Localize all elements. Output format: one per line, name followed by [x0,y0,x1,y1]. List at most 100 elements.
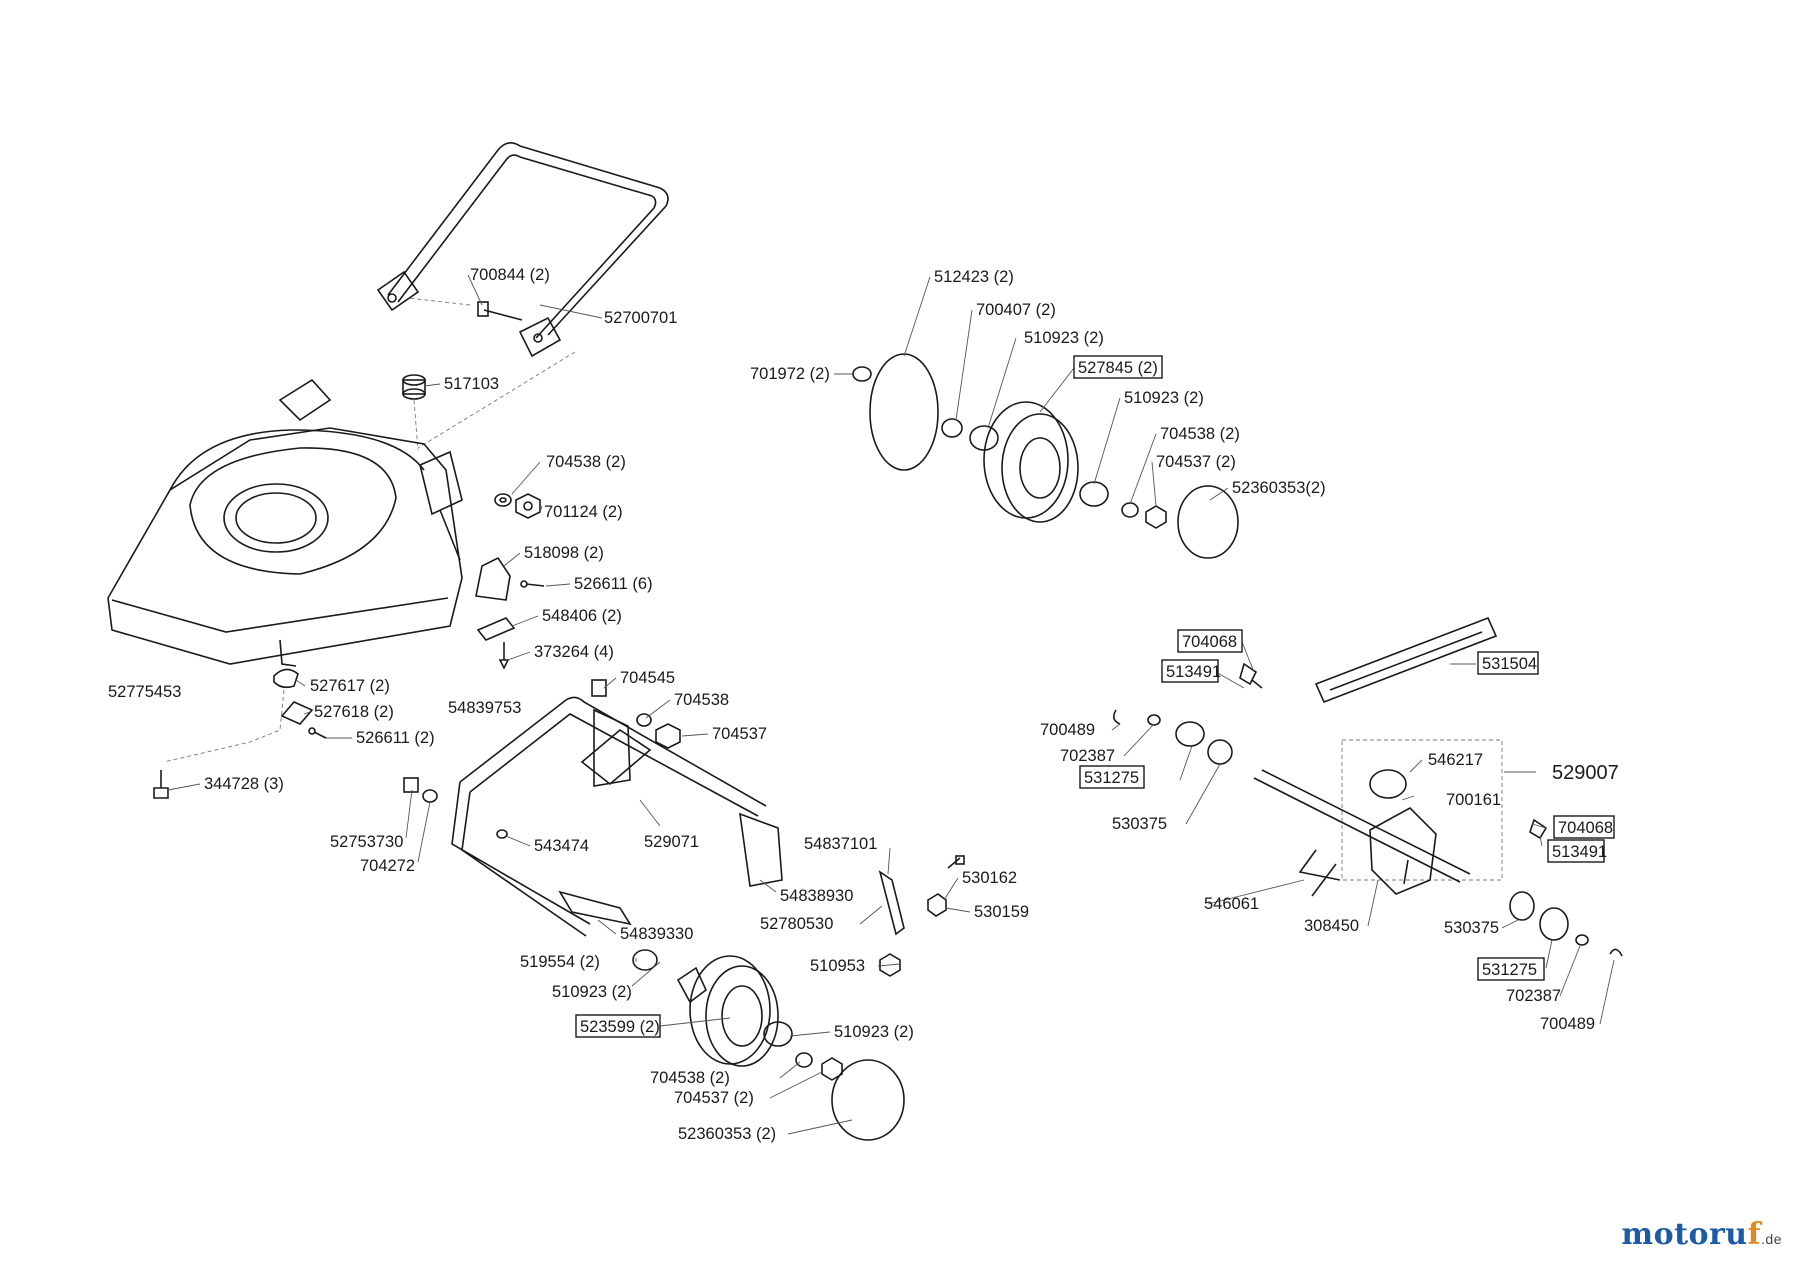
handle-upper [376,142,669,358]
label-54839330: 54839330 [620,925,693,943]
label-52700701: 52700701 [604,309,677,327]
label-510923-b: 510923 (2) [834,1023,914,1041]
label-box-704068-b [1553,815,1615,839]
gearbox-assembly [1112,616,1623,957]
label-box-527845 [1073,355,1163,379]
label-box-531504 [1477,651,1539,675]
label-517103: 517103 [444,375,499,393]
label-344728: 344728 (3) [204,775,284,793]
label-700489-b: 700489 [1540,1015,1595,1033]
label-513491-b: 513491 [1552,843,1607,861]
label-526611-b: 526611 (2) [356,729,435,747]
label-704538-c: 704538 (2) [650,1069,730,1087]
rear-wheel [852,353,1239,559]
label-512423: 512423 (2) [934,268,1014,286]
label-546061: 546061 [1204,895,1259,913]
label-548406: 548406 (2) [542,607,622,625]
cable-guide-517103 [402,374,426,400]
label-701124: 701124 (2) [544,503,623,521]
label-box-513491-a [1161,659,1219,683]
nut-704537-a [655,723,681,749]
label-704538-d: 704538 (2) [1160,425,1240,443]
label-704538-a: 704538 (2) [546,453,626,471]
clip-527618 [280,701,314,725]
pin-543474 [496,829,508,839]
label-52360353-b: 52360353(2) [1232,479,1326,497]
watermark-logo: motoruf.de [1621,1217,1782,1252]
label-531504: 531504 [1482,655,1537,673]
watermark-main: motoru [1621,1217,1748,1252]
label-box-704068-a [1177,629,1243,653]
bracket-518098 [475,556,511,601]
label-52753730: 52753730 [330,833,403,851]
label-513491-a: 513491 [1166,663,1221,681]
label-704538-b: 704538 [674,691,729,709]
label-704537-a: 704537 [712,725,767,743]
label-527618: 527618 (2) [314,703,394,721]
label-527617: 527617 (2) [310,677,390,695]
label-510923-d: 510923 (2) [1124,389,1204,407]
rear-axle-frame [451,696,783,937]
watermark-accent: f [1747,1217,1762,1252]
washer-704272 [422,789,438,803]
leader-lines [167,274,1615,1135]
label-530375-a: 530375 [1112,815,1167,833]
label-52360353-a: 52360353 (2) [678,1125,776,1143]
label-52780530: 52780530 [760,915,833,933]
label-704537-b: 704537 (2) [674,1089,754,1107]
label-box-531275-b [1477,957,1545,981]
label-518098: 518098 (2) [524,544,604,562]
label-704068-b: 704068 [1558,819,1613,837]
label-523599: 523599 (2) [580,1018,660,1036]
screw-373264 [498,642,510,670]
label-510923-c: 510923 (2) [1024,329,1104,347]
label-546217: 546217 [1428,751,1483,769]
lever-54837101 [878,870,905,936]
watermark-suffix: .de [1761,1231,1782,1247]
label-700844: 700844 (2) [470,266,550,284]
nut-530159 [927,893,947,917]
label-529007: 529007 [1552,762,1619,784]
washer-704538-a [494,493,512,507]
label-510923-a: 510923 (2) [552,983,632,1001]
label-700161: 700161 [1446,791,1501,809]
label-54837101: 54837101 [804,835,877,853]
label-701972: 701972 (2) [750,365,830,383]
screw-526611-a [520,580,545,588]
label-704537-c: 704537 (2) [1156,453,1236,471]
front-wheel [632,949,905,1141]
label-530375-b: 530375 [1444,919,1499,937]
label-52775453: 52775453 [108,683,181,701]
label-700489-a: 700489 [1040,721,1095,739]
clip-527617 [273,668,299,689]
label-704545: 704545 [620,669,675,687]
label-531275-b: 531275 [1482,961,1537,979]
bolt-530162 [947,855,965,869]
label-373264: 373264 (4) [534,643,614,661]
label-530162: 530162 [962,869,1017,887]
label-530159: 530159 [974,903,1029,921]
label-527845: 527845 (2) [1078,359,1158,377]
label-510953: 510953 [810,957,865,975]
label-54839753: 54839753 [448,699,521,717]
bolt-700844 [477,301,523,321]
label-531275-a: 531275 [1084,769,1139,787]
label-box-513491-b [1547,839,1605,863]
label-702387-a: 702387 [1060,747,1115,765]
label-526611-a: 526611 (6) [574,575,653,593]
label-704272: 704272 [360,857,415,875]
label-box-531275-a [1079,765,1145,789]
plate-548406 [476,617,516,641]
bolt-52753730 [403,777,419,793]
label-529071: 529071 [644,833,699,851]
label-308450: 308450 [1304,917,1359,935]
bushing-704545 [591,679,607,697]
mower-deck [107,378,463,667]
bolt-344728 [153,770,169,799]
nut-510953 [879,953,901,977]
label-700407: 700407 (2) [976,301,1056,319]
label-704068-a: 704068 [1182,633,1237,651]
label-519554: 519554 (2) [520,953,600,971]
part-labels: 700844 (2) 52700701 517103 704538 (2) 70… [108,266,1619,1143]
